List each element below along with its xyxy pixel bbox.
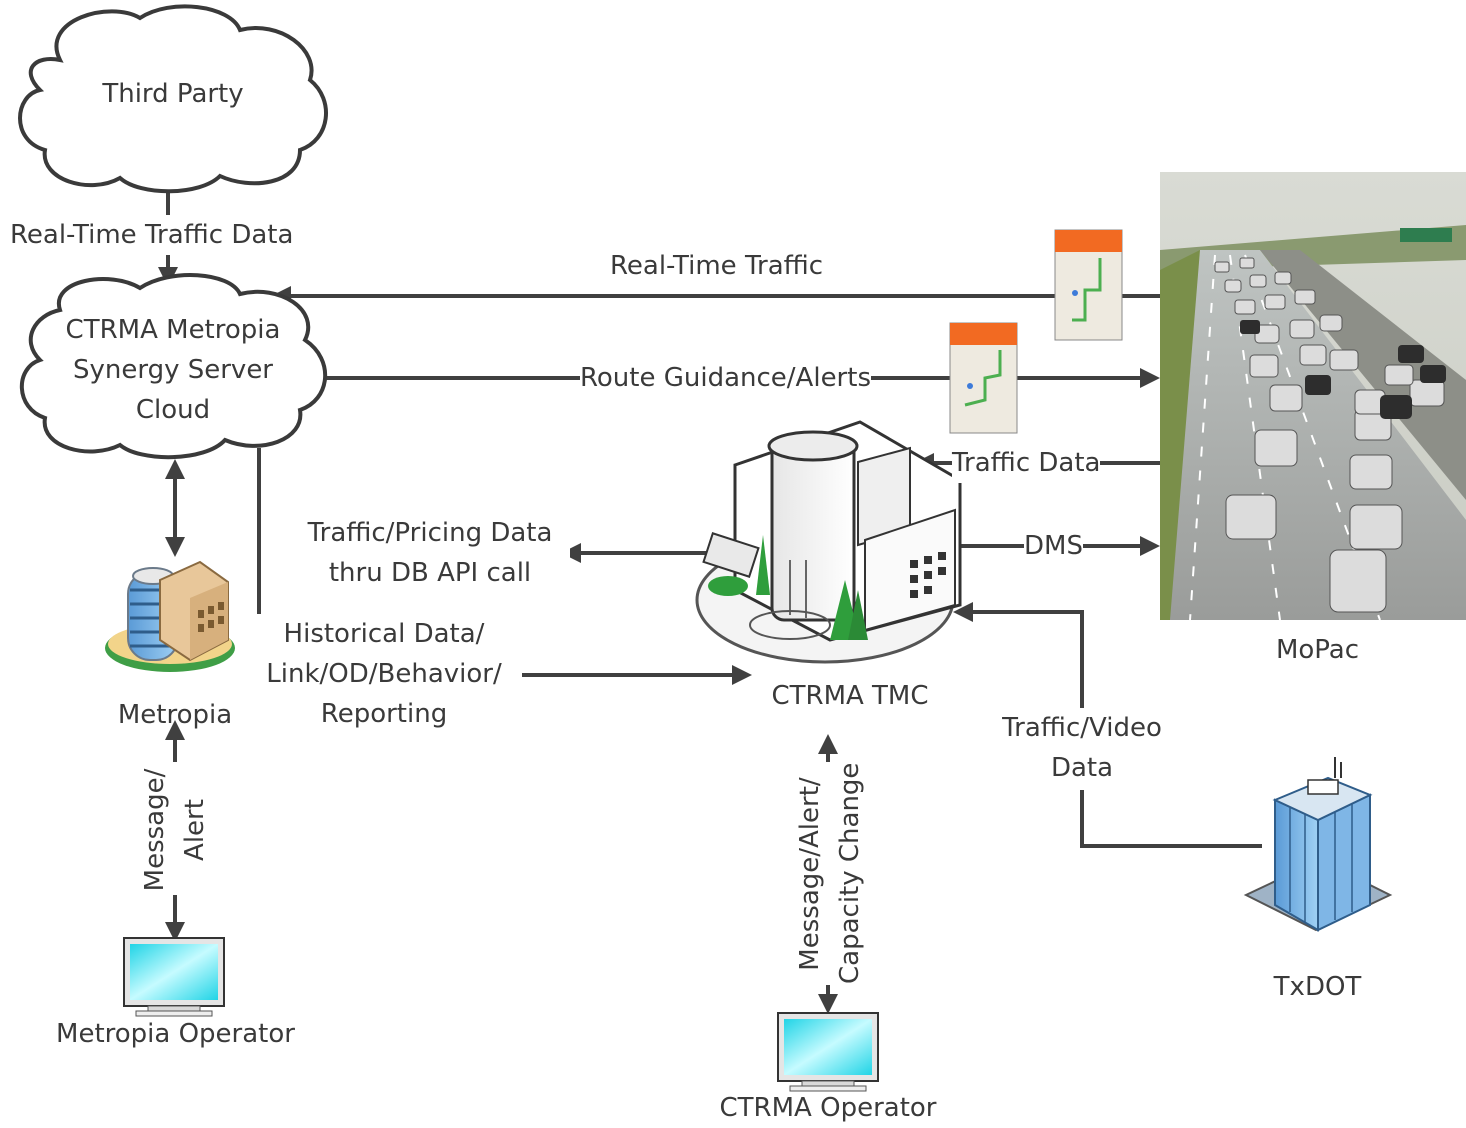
edge-label-message-line2: Alert xyxy=(177,765,213,895)
edge-label-message-line1: Message/ xyxy=(137,765,173,895)
edge-label-realtime-traffic-data: Real-Time Traffic Data xyxy=(10,215,294,255)
metropia-monitor-icon xyxy=(123,937,225,1017)
phone-map-icon-2 xyxy=(949,322,1018,434)
edge-label-capacity-line2: Capacity Change xyxy=(832,763,868,984)
node-metropia-operator: Metropia Operator xyxy=(56,1019,295,1049)
highway-photo xyxy=(1160,172,1466,621)
office-building-icon xyxy=(105,560,235,672)
node-metropia: Metropia xyxy=(117,700,233,730)
node-server-line2: Synergy Server xyxy=(72,355,273,385)
edge-label-pricing-line1: Traffic/Pricing Data xyxy=(290,513,570,553)
edge-label-capacity-line1: Message/Alert/ xyxy=(792,764,828,984)
edge-label-video-line2: Data xyxy=(982,748,1182,788)
control-center-building-icon xyxy=(695,420,962,664)
node-ctrma-operator: CTRMA Operator xyxy=(719,1093,937,1123)
node-ctrma-tmc: CTRMA TMC xyxy=(771,681,929,711)
edge-label-pricing-line2: thru DB API call xyxy=(290,553,570,593)
node-mopac: MoPac xyxy=(1275,635,1360,665)
glass-tower-icon xyxy=(1243,757,1393,932)
edge-txdot-tmc xyxy=(1080,790,1262,848)
ctrma-monitor-icon xyxy=(777,1012,879,1092)
node-txdot: TxDOT xyxy=(1273,972,1362,1002)
edge-txdot-tmc-2 xyxy=(953,602,1084,710)
edge-label-historical-line3: Reporting xyxy=(246,694,522,734)
node-third-party: Third Party xyxy=(102,79,244,109)
edge-label-video-line1: Traffic/Video xyxy=(982,708,1182,748)
edge-label-historical-line1: Historical Data/ xyxy=(246,614,522,654)
edge-label-traffic-data: Traffic Data xyxy=(952,443,1101,483)
edge-label-dms: DMS xyxy=(1024,526,1083,566)
node-server-line1: CTRMA Metropia xyxy=(65,315,281,345)
third-party-cloud xyxy=(18,4,328,194)
edge-label-realtime-traffic: Real-Time Traffic xyxy=(610,251,824,281)
node-server-line3: Cloud xyxy=(135,395,211,425)
phone-map-icon xyxy=(1054,229,1123,341)
edge-label-route-guidance: Route Guidance/Alerts xyxy=(580,358,871,398)
edge-label-historical-line2: Link/OD/Behavior/ xyxy=(246,654,522,694)
server-cloud xyxy=(19,273,328,460)
